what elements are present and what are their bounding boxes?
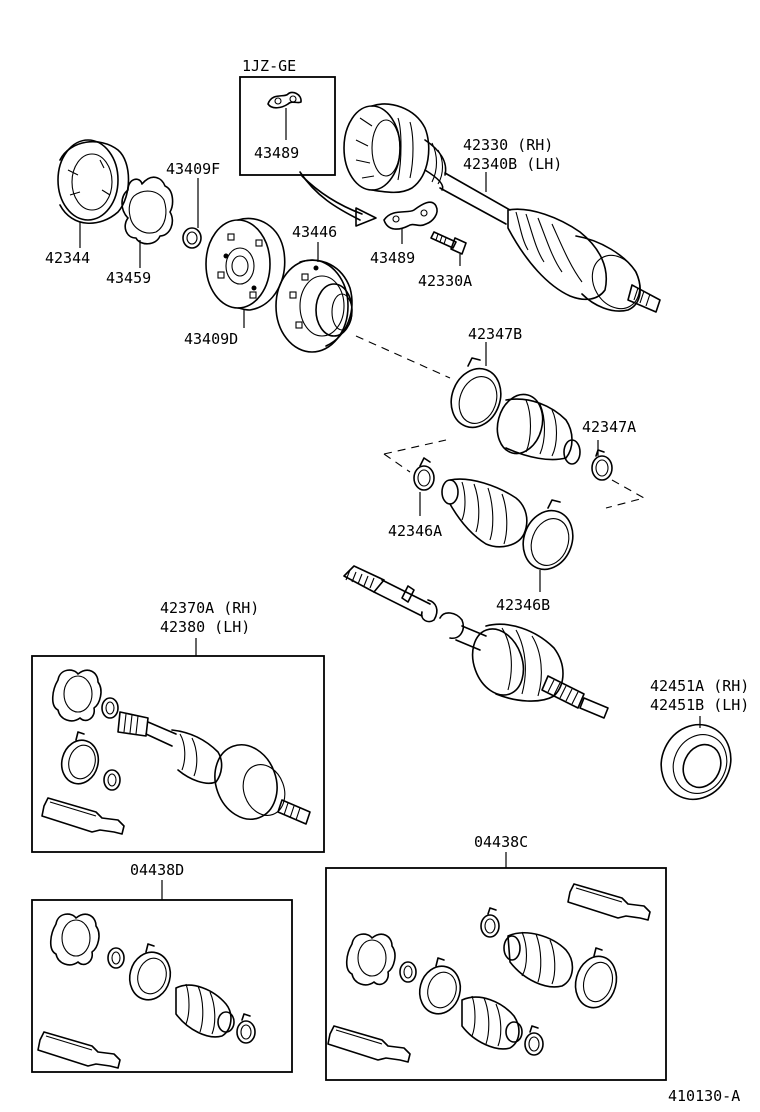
part-42330a-bolt (430, 231, 467, 255)
label-42346b: 42346B (496, 596, 550, 614)
outer-boot-middle (496, 393, 581, 465)
drive-shaft-core (343, 565, 609, 719)
kit-04438d-label: 04438D (130, 861, 184, 879)
assembly-guide-lines (355, 335, 646, 509)
part-43409d-flange (205, 217, 286, 311)
part-42344-dust-cover (57, 139, 130, 225)
kit-42370a-label-rh: 42370A (RH) (160, 599, 259, 617)
label-42347a: 42347A (582, 418, 636, 436)
label-42340b-lh: 42340B (LH) (463, 155, 562, 173)
kit-04438d-frame (31, 899, 293, 1073)
label-43489: 43489 (370, 249, 415, 267)
part-42346a-clamp (413, 457, 435, 491)
label-42344: 42344 (45, 249, 90, 267)
label-42451a-rh: 42451A (RH) (650, 677, 749, 695)
part-42347b-band (450, 357, 502, 429)
inner-boot-middle (441, 478, 528, 548)
part-42347a-clamp (591, 449, 613, 481)
snap-clip-small (267, 91, 302, 109)
label-42346a: 42346A (388, 522, 442, 540)
pointer-arrow (299, 171, 377, 227)
kit-04438c: 04438C (325, 833, 667, 1081)
label-43459: 43459 (106, 269, 151, 287)
kit-42380-label-lh: 42380 (LH) (160, 618, 250, 636)
engine-variant-title: 1JZ-GE (242, 57, 296, 75)
kit-42370a-42380: 42370A (RH) 42380 (LH) (31, 599, 325, 853)
part-43489-clip (383, 201, 438, 230)
drive-shaft-assembly-top (343, 103, 661, 313)
label-43409f: 43409F (166, 160, 220, 178)
label-42347b: 42347B (468, 325, 522, 343)
label-43489-box: 43489 (254, 144, 299, 162)
engine-variant-box: 1JZ-GE 43489 (239, 57, 336, 176)
figure-code: 410130-A (668, 1087, 740, 1105)
label-43446: 43446 (292, 223, 337, 241)
engine-variant-frame (239, 76, 336, 176)
kit-04438c-frame (325, 867, 667, 1081)
label-42330-rh: 42330 (RH) (463, 136, 553, 154)
label-42330a: 42330A (418, 272, 472, 290)
kit-04438d: 04438D (31, 861, 293, 1073)
part-43409f-snap-ring (182, 227, 202, 249)
kit-42370a-frame (31, 655, 325, 853)
label-43409d: 43409D (184, 330, 238, 348)
part-42451-oil-seal (660, 723, 732, 801)
label-42451b-lh: 42451B (LH) (650, 696, 749, 714)
kit-04438c-label: 04438C (474, 833, 528, 851)
part-43459-gasket (121, 176, 174, 245)
part-42346b-band (522, 499, 574, 571)
part-43446-hub (275, 259, 353, 353)
